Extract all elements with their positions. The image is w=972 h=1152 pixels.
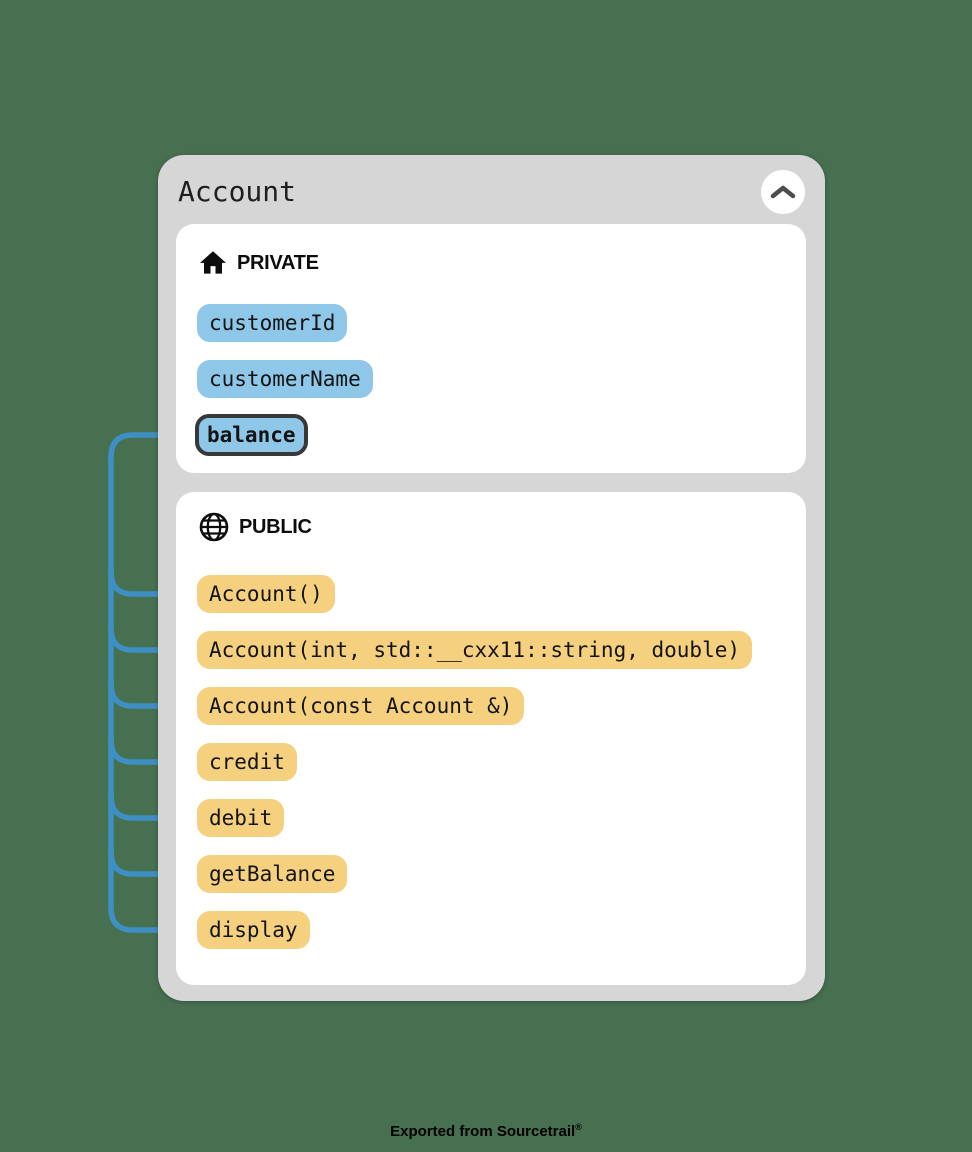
registered-mark: ® (575, 1122, 582, 1132)
private-section-label: PRIVATE (237, 251, 319, 274)
field-pill-customername[interactable]: customerName (197, 360, 373, 398)
home-icon (200, 251, 226, 274)
class-node-account: Account PRIVATE customerId customerName … (158, 155, 825, 1001)
method-pill-account-ctor[interactable]: Account() (197, 575, 335, 613)
public-section: PUBLIC Account() Account(int, std::__cxx… (176, 492, 806, 985)
method-pill-getbalance[interactable]: getBalance (197, 855, 348, 893)
method-pill-account-ctor-args[interactable]: Account(int, std::__cxx11::string, doubl… (197, 631, 753, 669)
field-pill-balance-active[interactable]: balance (195, 414, 308, 456)
private-section-header: PRIVATE (198, 248, 319, 278)
method-pill-debit[interactable]: debit (197, 799, 285, 837)
method-pill-account-copy-ctor[interactable]: Account(const Account &) (197, 687, 525, 725)
class-title: Account (178, 175, 297, 208)
method-pill-display[interactable]: display (197, 911, 310, 949)
field-pill-customerid[interactable]: customerId (197, 304, 348, 342)
export-attribution: Exported from Sourcetrail® (0, 1122, 972, 1140)
chevron-up-icon (770, 185, 796, 199)
globe-icon (199, 512, 229, 542)
private-section: PRIVATE customerId customerName balance (176, 224, 806, 473)
collapse-button[interactable] (761, 170, 805, 214)
method-pill-credit[interactable]: credit (197, 743, 297, 781)
public-section-label: PUBLIC (239, 515, 312, 538)
public-section-header: PUBLIC (198, 511, 312, 543)
export-attribution-text: Exported from Sourcetrail (390, 1123, 576, 1140)
